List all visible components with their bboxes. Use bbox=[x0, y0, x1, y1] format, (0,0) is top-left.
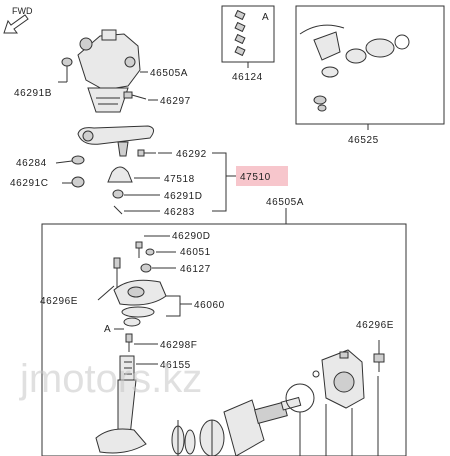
worm-gear-assembly bbox=[171, 396, 302, 456]
seal-kit-pieces bbox=[234, 9, 246, 57]
nut-46291C bbox=[71, 176, 85, 188]
callout-46296E-left: 46296E bbox=[40, 296, 78, 307]
callout-A-ref: A bbox=[104, 324, 111, 335]
bolt-46292 bbox=[137, 149, 156, 157]
steering-gear-housing bbox=[77, 29, 141, 113]
callout-46296E-right: 46296E bbox=[356, 320, 394, 331]
bolt-46296E-left bbox=[113, 257, 121, 290]
nut-46284 bbox=[71, 155, 85, 165]
bolt-46297 bbox=[123, 91, 147, 100]
callout-47518: 47518 bbox=[164, 174, 195, 185]
washer-46051 bbox=[145, 248, 155, 256]
callout-46060: 46060 bbox=[194, 300, 225, 311]
nut-46291D bbox=[112, 189, 124, 199]
callout-46525: 46525 bbox=[348, 135, 379, 146]
sector-shaft-46155 bbox=[95, 355, 147, 454]
watermark: jmotors.kz bbox=[19, 357, 202, 401]
box-46525 bbox=[295, 5, 445, 125]
callout-47510: 47510 bbox=[240, 172, 271, 183]
callout-46291D: 46291D bbox=[164, 191, 203, 202]
boot-47518 bbox=[107, 166, 133, 183]
callout-46291B: 46291B bbox=[14, 88, 52, 99]
highlight-47510 bbox=[236, 166, 288, 186]
pitman-arm bbox=[77, 125, 154, 157]
small-ring bbox=[312, 370, 320, 378]
fwd-arrow-icon bbox=[3, 14, 29, 34]
callout-46127: 46127 bbox=[180, 264, 211, 275]
bolt-46296E-right bbox=[373, 353, 385, 372]
leader-lines bbox=[177, 376, 379, 456]
callout-46051: 46051 bbox=[180, 247, 211, 258]
nut-46127 bbox=[140, 263, 152, 273]
callout-46505A-box: 46505A bbox=[266, 197, 304, 208]
callout-46292: 46292 bbox=[176, 149, 207, 160]
callout-46124-A: A bbox=[262, 12, 269, 23]
pin-46283 bbox=[113, 205, 123, 215]
box-46505A bbox=[41, 223, 407, 456]
callout-46124: 46124 bbox=[232, 72, 263, 83]
callout-46505A-top: 46505A bbox=[150, 68, 188, 79]
bolt-46298F bbox=[125, 333, 133, 352]
nut-46291B bbox=[61, 57, 73, 67]
callout-46284: 46284 bbox=[16, 158, 47, 169]
bolt-46290D bbox=[135, 241, 143, 258]
callout-46297: 46297 bbox=[160, 96, 191, 107]
seal-kit-46525 bbox=[299, 24, 410, 112]
fwd-label: FWD bbox=[12, 6, 33, 16]
o-ring bbox=[285, 383, 315, 413]
end-cover bbox=[321, 349, 365, 409]
upper-cover-46060 bbox=[113, 279, 167, 327]
callout-46291C: 46291C bbox=[10, 178, 49, 189]
callout-46283: 46283 bbox=[164, 207, 195, 218]
callout-46298F: 46298F bbox=[160, 340, 198, 351]
callout-46290D: 46290D bbox=[172, 231, 211, 242]
callout-46155: 46155 bbox=[160, 360, 191, 371]
